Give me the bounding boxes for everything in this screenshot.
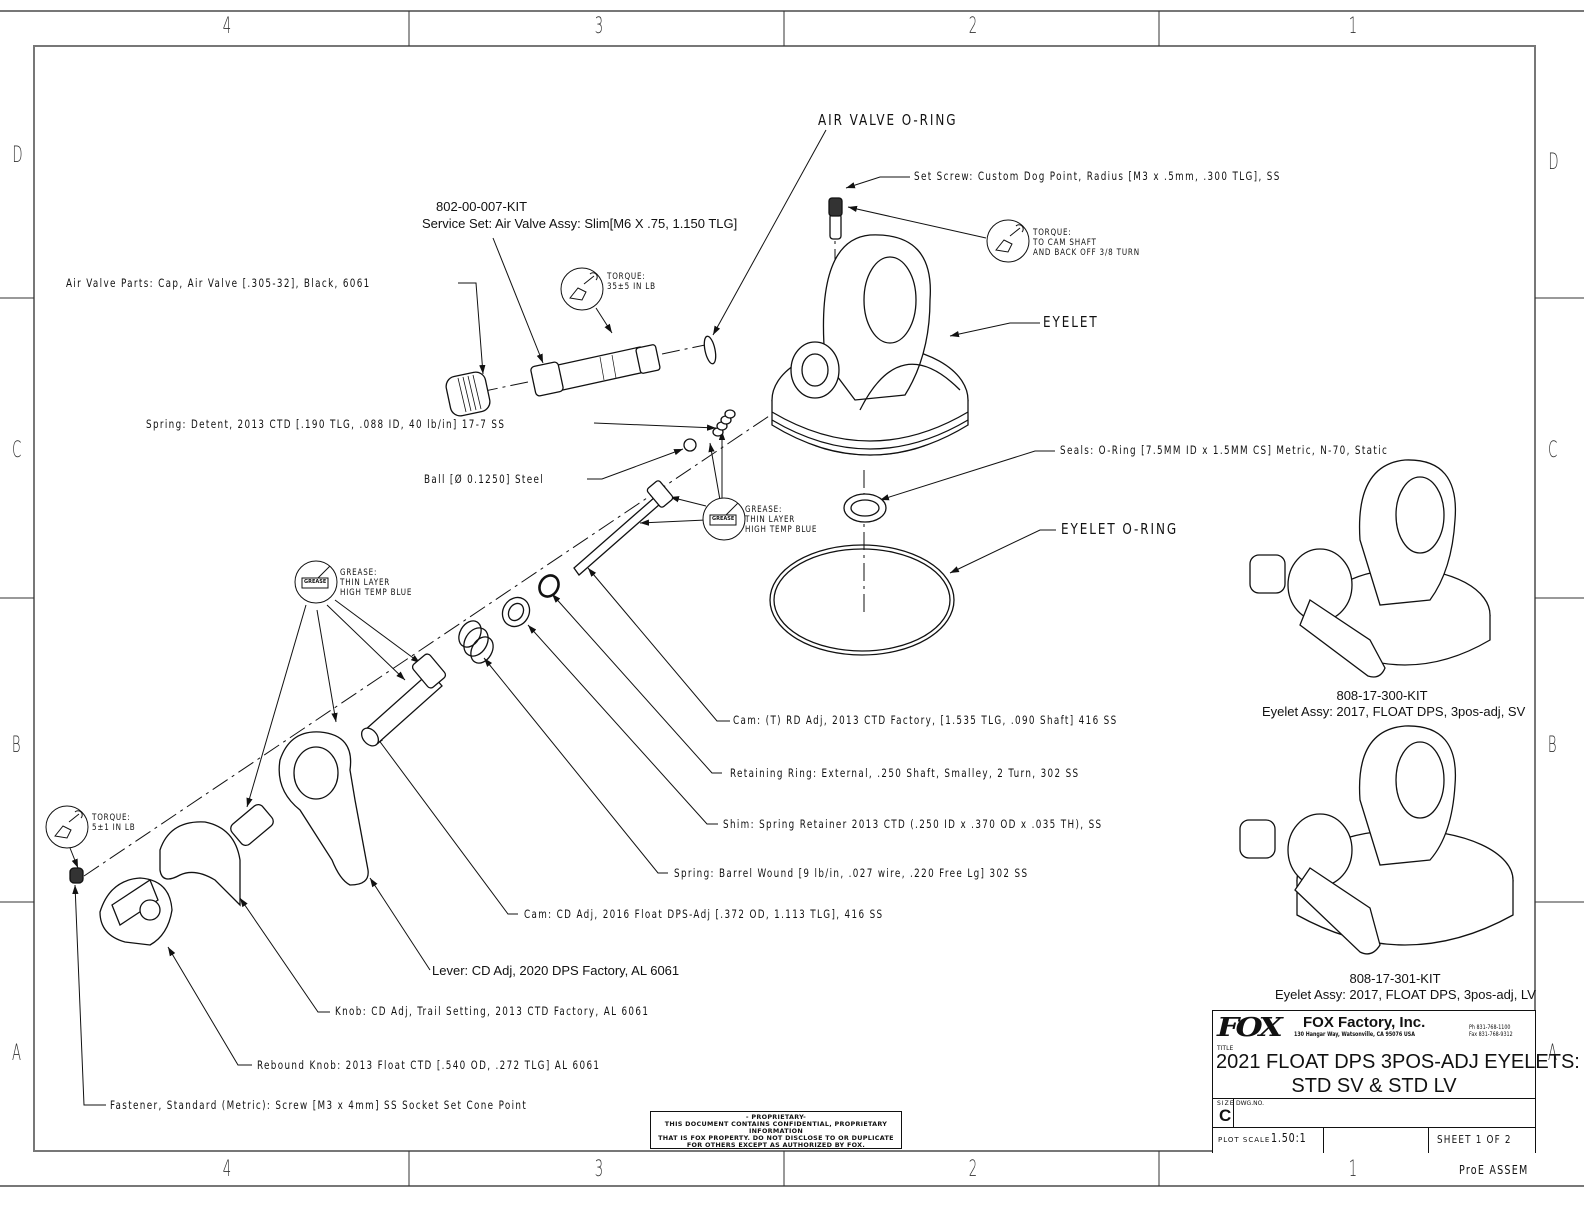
eyelet-oring-part [769, 544, 955, 656]
callout-service-set-kit: 802-00-007-KIT [436, 199, 528, 214]
lever-part [278, 731, 369, 886]
air-valve-body-part [530, 344, 661, 397]
divider [1323, 1127, 1324, 1153]
divider [1233, 1098, 1234, 1127]
zone-row-label: D [12, 143, 23, 168]
callout-seals-oring: Seals: O-Ring [7.5MM ID x 1.5MM CS] Metr… [1060, 443, 1389, 457]
callout-eyelet: EYELET [1043, 313, 1099, 331]
air-valve-oring-part [703, 335, 717, 365]
callout-lever: Lever: CD Adj, 2020 DPS Factory, AL 6061 [432, 963, 680, 978]
zone-row-label: A [1548, 1041, 1558, 1066]
size-value: C [1219, 1106, 1232, 1125]
retaining-ring-part [538, 574, 560, 598]
zone-column-label: 3 [594, 14, 604, 39]
zone-row-label: C [1548, 438, 1558, 463]
leader-lines [69, 129, 1056, 1106]
torque-icon-valve [560, 267, 604, 311]
annotation-icons [45, 219, 1030, 849]
zone-column-label: 1 [1348, 14, 1358, 39]
eyelet-part [771, 234, 969, 456]
callout-spring-detent: Spring: Detent, 2013 CTD [.190 TLG, .088… [146, 417, 506, 431]
grease-icon-label: GREASE [712, 516, 735, 522]
note-torque-cam: TORQUE: TO CAM SHAFT AND BACK OFF 3/8 TU… [1033, 228, 1140, 258]
cam-rd-part [573, 480, 674, 576]
callout-spring-barrel: Spring: Barrel Wound [9 lb/in, .027 wire… [674, 866, 1029, 880]
note-grease-1: GREASE: THIN LAYER HIGH TEMP BLUE [340, 568, 413, 598]
proprietary-line: THIS DOCUMENT CONTAINS CONFIDENTIAL, PRO… [664, 1120, 888, 1135]
grease-icon-2 [702, 497, 746, 541]
air-valve-cap-part [445, 371, 491, 417]
callout-cam-rd: Cam: (T) RD Adj, 2013 CTD Factory, [1.53… [733, 713, 1118, 727]
grease-icon-label: GREASE [304, 579, 327, 585]
zone-column-label: 4 [222, 1157, 232, 1182]
zone-row-label: D [1548, 150, 1559, 175]
note-torque-screw: TORQUE: 5±1 IN LB [92, 813, 136, 833]
assembly-sv-desc: Eyelet Assy: 2017, FLOAT DPS, 3pos-adj, … [1262, 704, 1526, 719]
divider [1213, 1127, 1535, 1128]
company-phone: Ph 831-768-1100 [1469, 1024, 1511, 1031]
software-label: ProE ASSEM [1459, 1163, 1529, 1177]
callout-cam-cd: Cam: CD Adj, 2016 Float DPS-Adj [.372 OD… [524, 907, 884, 921]
barrel-spring-part [458, 620, 494, 664]
size-label: SIZE [1217, 1100, 1235, 1107]
company-fax: Fax 831-768-9312 [1469, 1031, 1513, 1038]
callout-eyelet-oring: EYELET O-RING [1061, 520, 1179, 538]
assembly-lv-kit: 808-17-301-KIT [1349, 971, 1441, 986]
torque-icon-cam [986, 219, 1030, 263]
zone-column-label: 3 [594, 1157, 604, 1182]
parts [69, 197, 1514, 955]
callout-shim: Shim: Spring Retainer 2013 CTD (.250 ID … [723, 817, 1103, 831]
company-name: FOX Factory, Inc. [1303, 1014, 1426, 1031]
divider [1213, 1098, 1535, 1099]
assembly-sv-part [1249, 459, 1491, 678]
company-address: 130 Hangar Way, Watsonville, CA 95076 US… [1294, 1031, 1415, 1038]
set-screw-part [828, 197, 843, 240]
grease-icon-1 [294, 560, 338, 604]
detent-spring-part [712, 409, 736, 437]
callout-service-set-desc: Service Set: Air Valve Assy: Slim[M6 X .… [422, 216, 738, 231]
knob-cd-part [159, 803, 274, 907]
zone-column-label: 2 [968, 14, 978, 39]
drawing-title-line1: 2021 FLOAT DPS 3POS-ADJ EYELETS: [1216, 1051, 1580, 1073]
callout-rebound-knob: Rebound Knob: 2013 Float CTD [.540 OD, .… [257, 1058, 601, 1072]
ball-part [683, 438, 697, 452]
dwg-no-label: DWG.NO. [1236, 1100, 1264, 1107]
proprietary-notice: - PROPRIETARY- THIS DOCUMENT CONTAINS CO… [650, 1111, 902, 1149]
proprietary-heading: - PROPRIETARY- [745, 1113, 807, 1121]
callout-air-valve-cap: Air Valve Parts: Cap, Air Valve [.305-32… [66, 276, 371, 290]
assembly-sv-kit: 808-17-300-KIT [1336, 688, 1428, 703]
callout-fastener: Fastener, Standard (Metric): Screw [M3 x… [110, 1098, 528, 1112]
plot-scale-label: PLOT SCALE [1218, 1136, 1271, 1144]
zone-column-label: 4 [222, 14, 232, 39]
proprietary-line: FOR OTHERS EXCEPT AS AUTHORIZED BY FOX. [686, 1141, 866, 1149]
title-label: TITLE [1217, 1045, 1234, 1052]
assembly-lv-part [1239, 725, 1514, 955]
plot-scale-value: 1.50:1 [1271, 1131, 1307, 1145]
callout-knob-cd: Knob: CD Adj, Trail Setting, 2013 CTD Fa… [335, 1004, 650, 1018]
rebound-knob-part [99, 877, 173, 946]
fastener-part [69, 867, 84, 884]
callout-retaining-ring: Retaining Ring: External, .250 Shaft, Sm… [730, 766, 1080, 780]
note-grease-2: GREASE: THIN LAYER HIGH TEMP BLUE [745, 505, 818, 535]
zone-column-label: 2 [968, 1157, 978, 1182]
callout-air-valve-oring: AIR VALVE O-RING [818, 111, 958, 129]
cam-cd-part [360, 653, 447, 747]
zone-row-label: B [1547, 733, 1557, 758]
zone-row-label: A [12, 1041, 22, 1066]
zone-row-label: B [11, 733, 21, 758]
zone-row-label: C [12, 438, 22, 463]
note-torque-valve: TORQUE: 35±5 IN LB [607, 272, 656, 292]
callout-set-screw: Set Screw: Custom Dog Point, Radius [M3 … [914, 169, 1281, 183]
callout-ball: Ball [Ø 0.1250] Steel [424, 472, 545, 486]
sheet-number: SHEET 1 OF 2 [1437, 1133, 1512, 1146]
proprietary-line: THAT IS FOX PROPERTY. DO NOT DISCLOSE TO… [658, 1134, 894, 1142]
drawing-frame [0, 10, 1584, 1187]
fox-logo: FOX [1217, 1013, 1283, 1043]
title-block: FOX FOX Factory, Inc. 130 Hangar Way, Wa… [1212, 1010, 1580, 1153]
assembly-lv-desc: Eyelet Assy: 2017, FLOAT DPS, 3pos-adj, … [1275, 987, 1536, 1002]
drawing-title-line2: STD SV & STD LV [1291, 1075, 1457, 1097]
zone-column-label: 1 [1348, 1157, 1358, 1182]
torque-icon-screw [45, 805, 89, 849]
divider [1428, 1127, 1429, 1153]
